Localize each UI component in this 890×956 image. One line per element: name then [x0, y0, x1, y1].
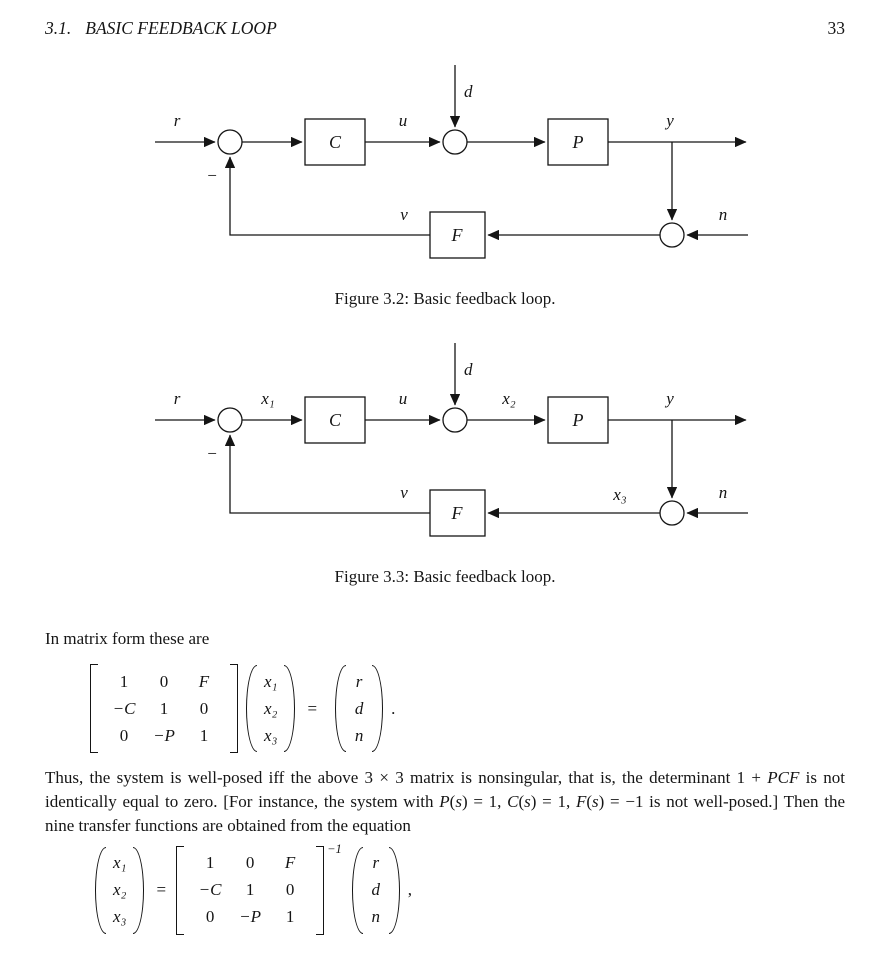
- block-F-label: F: [451, 225, 464, 245]
- label-r: r: [174, 111, 181, 130]
- matrix-cell: 0: [159, 671, 169, 691]
- block-P-label: P: [572, 410, 584, 430]
- matrix-cell: 1: [119, 671, 129, 691]
- right-paren: [372, 665, 384, 753]
- label-r: r: [174, 389, 181, 408]
- matrix-cell: 0: [285, 880, 295, 899]
- matrix-cell: 0: [245, 853, 255, 872]
- matrix-cell: −C: [198, 880, 222, 899]
- inverse-exponent: −1: [327, 841, 342, 856]
- block-F-label: F: [451, 503, 464, 523]
- matrix-cell: 1: [199, 725, 209, 745]
- block-P-label: P: [572, 132, 584, 152]
- left-square-bracket: [176, 845, 185, 935]
- body-paragraph: Thus, the system is well-posed iff the a…: [45, 768, 846, 836]
- left-paren: [95, 846, 106, 934]
- matrix-cell: 0: [119, 725, 129, 745]
- matrix-equation-2: x₁ x₂ x₃ = 1 0 F −C 1 0 0 −P 1 −1 r d n …: [95, 841, 412, 936]
- label-minus: −: [206, 444, 217, 463]
- vector-cell: d: [371, 880, 381, 899]
- vector-cell: n: [371, 907, 381, 926]
- figure-3-2-diagram: r − u d y n v C P F: [155, 65, 748, 259]
- vector-cell: r: [355, 671, 363, 691]
- label-minus: −: [206, 166, 217, 185]
- label-d: d: [464, 82, 473, 101]
- vector-cell: x₂: [113, 880, 127, 899]
- vector-cell: r: [372, 853, 380, 872]
- label-u: u: [399, 111, 408, 130]
- block-C-label: C: [329, 410, 342, 430]
- sum-junction-3: [659, 500, 685, 526]
- equals-sign: =: [156, 880, 167, 899]
- figure-3-2-caption: Figure 3.2: Basic feedback loop.: [334, 289, 556, 308]
- label-n: n: [719, 483, 728, 502]
- matrix-cell: 0: [205, 907, 215, 926]
- system-matrix: 1 0 F −C 1 0 0 −P 1: [184, 845, 316, 936]
- label-u: u: [399, 389, 408, 408]
- section-title: BASIC FEEDBACK LOOP: [85, 18, 277, 38]
- vector-cell: d: [354, 698, 364, 718]
- page-number: 33: [827, 18, 846, 38]
- matrix-equation-1: 1 0 F −C 1 0 0 −P 1 x₁ x₂ x₃ = r d n .: [90, 663, 395, 754]
- right-paren: [284, 665, 296, 753]
- sum-junction-2: [442, 407, 468, 433]
- page-header: 3.1. BASIC FEEDBACK LOOP 33: [45, 18, 845, 39]
- matrix-cell: 1: [285, 907, 295, 926]
- input-vector: r d n: [363, 845, 389, 936]
- label-x1: x₁: [260, 389, 274, 408]
- figure-3-3-caption: Figure 3.3: Basic feedback loop.: [334, 567, 556, 586]
- equation-punctuation: ,: [407, 880, 412, 899]
- label-y: y: [664, 111, 674, 130]
- right-square-bracket: [316, 845, 325, 935]
- sum-junction-1: [217, 129, 243, 155]
- state-vector: x₁ x₂ x₃: [257, 663, 284, 754]
- left-square-bracket: [90, 664, 98, 754]
- section-heading: 3.1. BASIC FEEDBACK LOOP: [45, 18, 277, 39]
- right-paren: [133, 846, 145, 934]
- sum-junction-3: [659, 222, 685, 248]
- sum-junction-1: [217, 407, 243, 433]
- vector-cell: n: [354, 725, 364, 745]
- intro-text: In matrix form these are: [45, 629, 210, 648]
- equals-sign: =: [307, 698, 318, 718]
- state-vector: x₁ x₂ x₃: [106, 845, 133, 936]
- vector-cell: x₂: [264, 698, 278, 718]
- vector-cell: x₃: [264, 725, 278, 745]
- left-paren: [335, 665, 347, 753]
- matrix-cell: −C: [112, 698, 136, 718]
- figure-3-3-diagram: r − x₁ u d x₂ y n x₃ v C P F: [155, 343, 748, 537]
- matrix-cell: 1: [159, 698, 169, 718]
- left-paren: [351, 846, 363, 934]
- left-paren: [246, 665, 257, 753]
- vector-cell: x₁: [264, 671, 278, 691]
- block-C-label: C: [329, 132, 342, 152]
- matrix-cell: −P: [153, 725, 175, 745]
- input-vector: r d n: [346, 663, 372, 754]
- system-matrix: 1 0 F −C 1 0 0 −P 1: [98, 663, 230, 754]
- sum-junction-2: [442, 129, 468, 155]
- vector-cell: x₃: [113, 907, 127, 926]
- figure-3-2: r − u d y n v C P F Figure 3.2: Basic fe…: [45, 57, 845, 309]
- label-v: v: [400, 205, 408, 224]
- section-number: 3.1.: [45, 18, 72, 38]
- vector-cell: x₁: [113, 853, 127, 872]
- right-paren: [388, 846, 400, 934]
- label-x3: x₃: [612, 485, 627, 504]
- label-v: v: [400, 483, 408, 502]
- matrix-cell: F: [198, 671, 210, 691]
- right-square-bracket: [230, 664, 238, 754]
- feedback-path: [224, 156, 430, 236]
- label-n: n: [719, 205, 728, 224]
- matrix-cell: 1: [245, 880, 255, 899]
- figure-3-3: r − x₁ u d x₂ y n x₃ v C P F Figure 3.3:…: [45, 335, 845, 587]
- matrix-cell: −P: [239, 907, 261, 926]
- equation-punctuation: .: [391, 698, 396, 718]
- label-y: y: [664, 389, 674, 408]
- label-x2: x₂: [501, 389, 516, 408]
- feedback-path: [224, 434, 430, 514]
- matrix-cell: F: [284, 853, 296, 872]
- matrix-cell: 1: [205, 853, 215, 872]
- matrix-cell: 0: [199, 698, 209, 718]
- label-d: d: [464, 360, 473, 379]
